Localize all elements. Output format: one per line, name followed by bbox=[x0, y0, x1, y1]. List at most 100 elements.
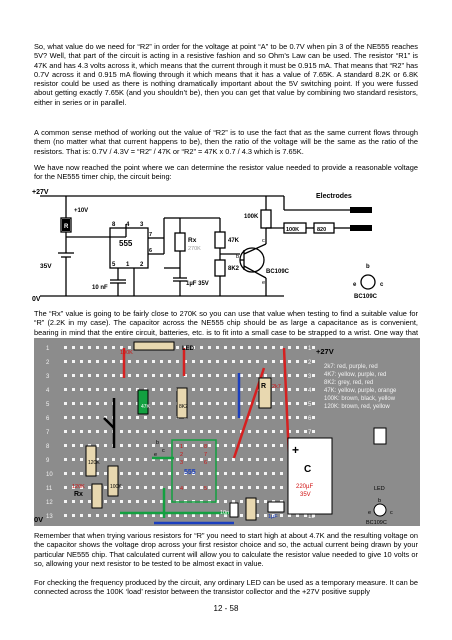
board-hole bbox=[200, 430, 203, 433]
board-hole bbox=[280, 360, 283, 363]
board-hole bbox=[224, 374, 227, 377]
board-hole bbox=[136, 486, 139, 489]
board-hole bbox=[184, 458, 187, 461]
board-hole bbox=[216, 458, 219, 461]
legend-line: 4K7: yellow, purple, red bbox=[324, 372, 386, 378]
schem-r47-label: 47K bbox=[228, 238, 240, 244]
board-hole bbox=[216, 346, 219, 349]
board-hole bbox=[104, 444, 107, 447]
board-hole bbox=[232, 458, 235, 461]
board-hole bbox=[152, 472, 155, 475]
board-chip-pin-4: 4 bbox=[180, 486, 183, 492]
board-hole bbox=[264, 458, 267, 461]
board-hole bbox=[232, 486, 235, 489]
schem-v10-label: +10V bbox=[74, 208, 88, 214]
board-hole bbox=[192, 430, 195, 433]
board-hole bbox=[192, 514, 195, 517]
board-hole bbox=[168, 360, 171, 363]
board-hole bbox=[144, 374, 147, 377]
board-hole bbox=[152, 514, 155, 517]
board-hole bbox=[104, 458, 107, 461]
board-hole bbox=[272, 360, 275, 363]
board-hole bbox=[128, 430, 131, 433]
board-row-number-left: 8 bbox=[46, 444, 50, 450]
schem-r100k-b-label: 100K bbox=[286, 227, 299, 233]
board-hole bbox=[200, 388, 203, 391]
board-row-number-right: 6 bbox=[308, 416, 312, 422]
board-hole bbox=[96, 444, 99, 447]
board-hole bbox=[64, 430, 67, 433]
board-hole bbox=[248, 472, 251, 475]
board-r100k-b-label: 100K bbox=[110, 484, 122, 490]
circuit-schematic: +27V 0V +10V R R 35V 10 nF 555 8 4 3 5 1… bbox=[32, 189, 384, 303]
board-hole bbox=[208, 514, 211, 517]
board-hole bbox=[192, 374, 195, 377]
board-hole bbox=[184, 346, 187, 349]
board-cap-10n-label: 10n bbox=[220, 510, 229, 516]
board-hole bbox=[192, 444, 195, 447]
board-hole bbox=[272, 416, 275, 419]
board-hole bbox=[192, 486, 195, 489]
board-hole bbox=[136, 514, 139, 517]
board-hole bbox=[80, 416, 83, 419]
board-cap-1u-label: 1µF bbox=[268, 514, 278, 520]
board-hole bbox=[96, 360, 99, 363]
board-hole bbox=[96, 472, 99, 475]
board-row-number-left: 3 bbox=[46, 374, 50, 380]
board-hole bbox=[200, 514, 203, 517]
board-hole bbox=[248, 360, 251, 363]
board-hole bbox=[128, 402, 131, 405]
board-hole bbox=[144, 360, 147, 363]
board-hole bbox=[96, 458, 99, 461]
board-hole bbox=[80, 472, 83, 475]
board-hole bbox=[272, 374, 275, 377]
board-hole bbox=[80, 360, 83, 363]
board-row-number-right: 2 bbox=[308, 360, 312, 366]
board-hole bbox=[96, 374, 99, 377]
schem-rx-value: 270K bbox=[188, 246, 201, 252]
board-hole bbox=[224, 444, 227, 447]
board-hole bbox=[208, 486, 211, 489]
board-hole bbox=[112, 514, 115, 517]
board-hole bbox=[312, 388, 315, 391]
board-r120k-label: 120K bbox=[88, 460, 100, 466]
board-hole bbox=[112, 346, 115, 349]
board-supply-label: +27V bbox=[316, 347, 334, 356]
board-hole bbox=[264, 416, 267, 419]
schem-pin-4: 4 bbox=[126, 222, 130, 228]
board-color-legend: 2k7: red, purple, red 4K7: yellow, purpl… bbox=[324, 364, 397, 410]
board-hole bbox=[96, 346, 99, 349]
board-hole bbox=[224, 360, 227, 363]
board-cap-c: C bbox=[304, 464, 311, 475]
board-hole bbox=[232, 402, 235, 405]
board-hole bbox=[312, 374, 315, 377]
board-hole bbox=[80, 430, 83, 433]
board-hole bbox=[264, 346, 267, 349]
board-hole bbox=[240, 430, 243, 433]
board-hole bbox=[72, 388, 75, 391]
board-hole bbox=[104, 374, 107, 377]
board-hole bbox=[312, 402, 315, 405]
board-hole bbox=[120, 430, 123, 433]
board-hole bbox=[248, 486, 251, 489]
schem-r100k-label: 100K bbox=[244, 214, 259, 220]
board-hole bbox=[184, 472, 187, 475]
legend-line: 2k7: red, purple, red bbox=[324, 364, 378, 370]
board-hole bbox=[224, 472, 227, 475]
board-hole bbox=[96, 402, 99, 405]
board-hole bbox=[248, 346, 251, 349]
board-hole bbox=[272, 458, 275, 461]
board-hole bbox=[64, 472, 67, 475]
board-hole bbox=[232, 416, 235, 419]
board-hole bbox=[232, 360, 235, 363]
board-hole bbox=[288, 374, 291, 377]
board-hole bbox=[272, 402, 275, 405]
board-hole bbox=[224, 486, 227, 489]
board-hole bbox=[176, 346, 179, 349]
board-hole bbox=[136, 458, 139, 461]
board-hole bbox=[104, 514, 107, 517]
paragraph-2: A common sense method of working out the… bbox=[34, 128, 418, 156]
board-hole bbox=[200, 374, 203, 377]
board-hole bbox=[304, 388, 307, 391]
board-hole bbox=[272, 388, 275, 391]
